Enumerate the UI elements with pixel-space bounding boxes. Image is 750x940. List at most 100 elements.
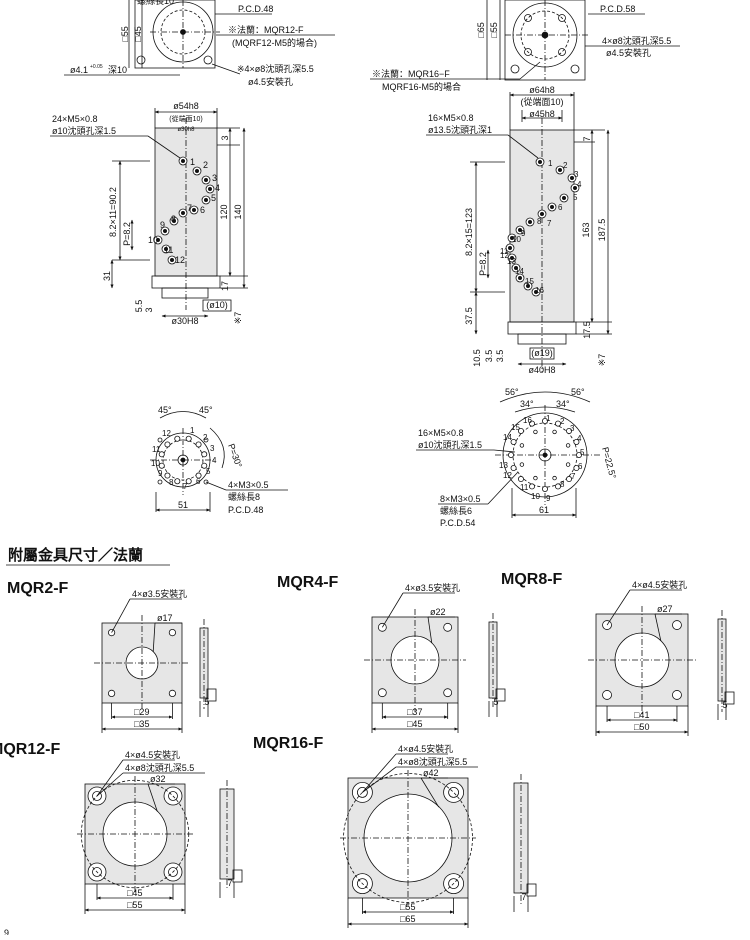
bottom-port: [542, 417, 549, 424]
bottom-port: [576, 451, 583, 458]
port-number: 4: [577, 180, 582, 189]
bottom-port: [528, 420, 535, 427]
port-number: 12: [175, 255, 185, 265]
pitch-dim: P=8.2: [478, 252, 488, 276]
bottom-port-number: 2: [203, 433, 208, 442]
bore-label: ø32: [150, 774, 166, 784]
bottom-port: [201, 462, 208, 469]
end-face-note: (從端面10): [169, 114, 202, 123]
bottom-screw: [533, 429, 538, 435]
bottom-port: [510, 465, 517, 472]
bore-label: ø42: [423, 768, 439, 778]
bottom-port: [185, 435, 192, 442]
bottom-port: [174, 435, 181, 442]
mount-hole: [672, 690, 682, 700]
flange-note: ※法蘭：MQR12-F: [228, 24, 304, 35]
thickness-box: [724, 691, 735, 705]
bottom-port-number: 7: [183, 482, 188, 491]
pin-label: ø4.1: [70, 65, 88, 75]
thread-label: 16×M5×0.8: [418, 428, 464, 438]
bore-label: ø17: [157, 613, 173, 623]
port-center: [514, 265, 519, 270]
port-center: [180, 158, 185, 163]
flange-name: MQR16-F: [253, 735, 323, 752]
counterbore-label: ø13.5沈頭孔深1: [428, 124, 492, 135]
bottom-screw: [533, 475, 538, 481]
bottom-port-number: 2: [560, 417, 565, 426]
shaft-box: [202, 299, 232, 312]
port-center: [518, 227, 523, 232]
mount-hole: [168, 628, 176, 637]
shaft-dim: (ø10): [206, 300, 228, 310]
port-number: 8: [171, 214, 176, 224]
mount-hole: [203, 55, 213, 65]
leader: [211, 63, 241, 75]
dim-140: 140: [233, 204, 243, 219]
leader: [152, 622, 156, 652]
port-number: 7: [187, 203, 192, 213]
mount-hole: [136, 55, 146, 65]
bottom-port-number: 8: [169, 478, 174, 487]
port-center: [573, 185, 578, 190]
port-number: 3: [212, 173, 217, 183]
mount-hole: [510, 64, 520, 74]
port-number: 10: [148, 235, 158, 245]
bore-dim: ø40H8: [528, 365, 555, 375]
mount-hole: [443, 622, 453, 632]
bottom-port-number: 5: [580, 448, 585, 457]
leader: [507, 134, 539, 159]
thickness-box: [526, 883, 537, 897]
dim-187-5: 187.5: [597, 219, 607, 242]
inner-dim: ø45h8: [529, 109, 555, 119]
bottom-port-number: 14: [503, 433, 512, 442]
flange-name: MQR8-F: [501, 571, 563, 588]
dim-31: 31: [102, 271, 112, 281]
leader: [362, 766, 397, 793]
bottom-port: [164, 472, 171, 479]
angle-arc: [499, 391, 591, 403]
bottom-port-number: 5: [206, 467, 211, 476]
counterbore-label: 4×ø8沈頭孔深5.5: [398, 756, 467, 767]
mount-hole: [570, 64, 580, 74]
bottom-port: [185, 478, 192, 485]
thread-label: 24×M5×0.8: [52, 114, 98, 124]
dim-3: 3: [220, 135, 230, 140]
inner-dim: □45: [127, 888, 142, 898]
port-hole: [558, 48, 566, 56]
port-center: [509, 235, 514, 240]
port-center: [171, 218, 176, 223]
dim-17-5: 17.5: [582, 321, 592, 339]
dim-55: □55: [489, 22, 499, 37]
bottom-port: [555, 483, 562, 490]
port-number: 5: [211, 193, 216, 203]
bottom-port: [528, 483, 535, 490]
port-center: [162, 228, 167, 233]
bottom-port-number: 4: [577, 434, 582, 443]
port-number: 11: [500, 247, 509, 256]
port-center: [550, 204, 555, 209]
thickness-box: [232, 869, 243, 883]
pcd-label: P.C.D.48: [238, 4, 273, 14]
hole-label: 4×ø4.5安裝孔: [398, 743, 453, 754]
bottom-port: [566, 427, 573, 434]
inner-dim: □41: [634, 710, 649, 720]
port-number: 15: [525, 277, 534, 286]
leader: [111, 598, 131, 633]
port-number: 14: [515, 267, 524, 276]
bottom-port-number: 11: [152, 445, 161, 454]
bottom-port-number: 13: [499, 461, 508, 470]
bottom-port: [573, 438, 580, 445]
truncated-label: 螺絲長10: [137, 0, 174, 6]
pcd-label: P.C.D.48: [228, 505, 263, 515]
dim-3b: 3: [144, 307, 154, 312]
mount-hole: [168, 689, 176, 698]
port-center: [194, 168, 199, 173]
pitch-dim: P=8.2: [122, 222, 132, 246]
port-number: 2: [563, 161, 568, 170]
inner-dim: ø30h8: [177, 127, 195, 133]
bore-dim: ø30H8: [171, 316, 198, 326]
port-center: [207, 186, 212, 191]
flange-name: MQR2-F: [7, 580, 69, 597]
port-number: 16: [535, 286, 544, 295]
